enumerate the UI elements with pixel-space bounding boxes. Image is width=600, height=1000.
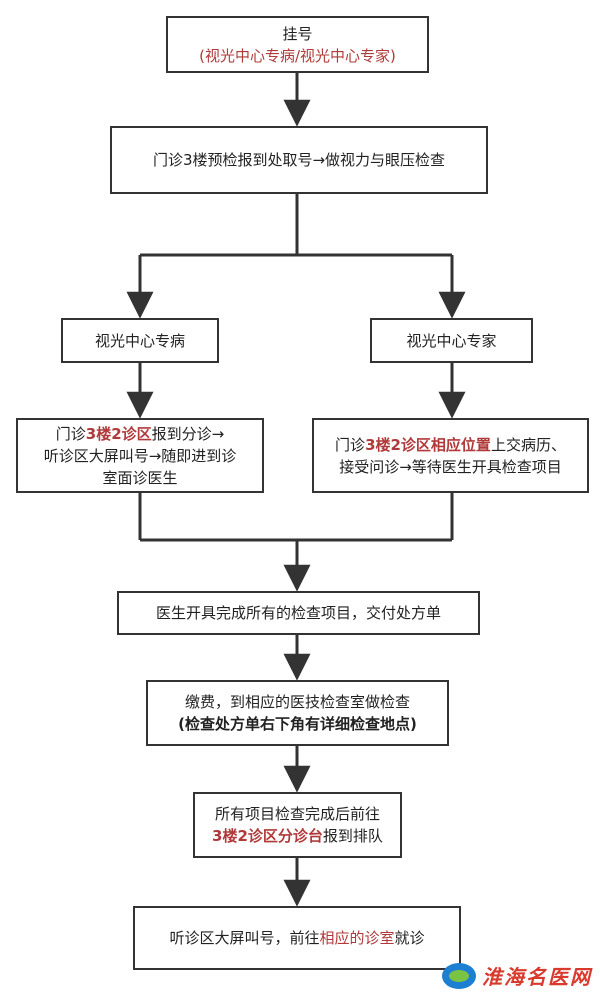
special-report-box: 门诊3楼2诊区报到分诊→ 听诊区大屏叫号→随即进到诊 室面诊医生 xyxy=(16,418,264,493)
watermark-text: 淮海名医网 xyxy=(482,965,592,989)
hospital-logo-icon xyxy=(442,962,476,989)
register-box: 挂号 (视光中心专病/视光中心专家) xyxy=(166,16,429,73)
final-box: 听诊区大屏叫号，前往相应的诊室就诊 xyxy=(133,906,461,970)
precheck-box: 门诊3楼预检报到处取号→做视力与眼压检查 xyxy=(110,126,488,194)
precheck-text: 门诊3楼预检报到处取号→做视力与眼压检查 xyxy=(152,151,446,169)
register-subtitle: (视光中心专病/视光中心专家) xyxy=(199,46,396,65)
special-report-line3: 室面诊医生 xyxy=(102,468,178,487)
doctor-orders-text: 医生开具完成所有的检查项目，交付处方单 xyxy=(155,604,441,622)
special-report-location: 3楼2诊区 xyxy=(85,424,152,443)
expert-report-line2: 接受问诊→等待医生开具检查项目 xyxy=(339,457,562,476)
expert-report-line1: 门诊3楼2诊区相应位置上交病历、 xyxy=(335,435,566,454)
special-disease-label: 视光中心专病 xyxy=(94,331,185,350)
after-checks-line1: 所有项目检查完成后前往 xyxy=(214,805,380,823)
watermark: 淮海名医网 xyxy=(442,961,592,990)
payment-line1: 缴费，到相应的医技检查室做检查 xyxy=(184,693,410,711)
after-checks-location: 3楼2诊区分诊台 xyxy=(212,827,323,845)
special-report-line2: 听诊区大屏叫号→随即进到诊 xyxy=(43,446,237,465)
expert-report-location: 3楼2诊区相应位置 xyxy=(365,435,491,454)
final-text: 听诊区大屏叫号，前往相应的诊室就诊 xyxy=(169,929,425,947)
doctor-orders-box: 医生开具完成所有的检查项目，交付处方单 xyxy=(117,591,480,635)
register-title: 挂号 xyxy=(282,24,313,43)
special-report-line1: 门诊3楼2诊区报到分诊→ xyxy=(55,424,225,443)
final-location: 相应的诊室 xyxy=(319,929,395,947)
after-checks-line2: 3楼2诊区分诊台报到排队 xyxy=(212,827,383,845)
payment-box: 缴费，到相应的医技检查室做检查 (检查处方单右下角有详细检查地点) xyxy=(146,680,449,746)
expert-label: 视光中心专家 xyxy=(406,331,497,350)
special-disease-box: 视光中心专病 xyxy=(61,318,219,363)
after-checks-box: 所有项目检查完成后前往 3楼2诊区分诊台报到排队 xyxy=(193,792,402,858)
expert-box: 视光中心专家 xyxy=(370,318,533,363)
expert-report-box: 门诊3楼2诊区相应位置上交病历、 接受问诊→等待医生开具检查项目 xyxy=(312,418,589,493)
payment-line2: (检查处方单右下角有详细检查地点) xyxy=(178,715,417,733)
